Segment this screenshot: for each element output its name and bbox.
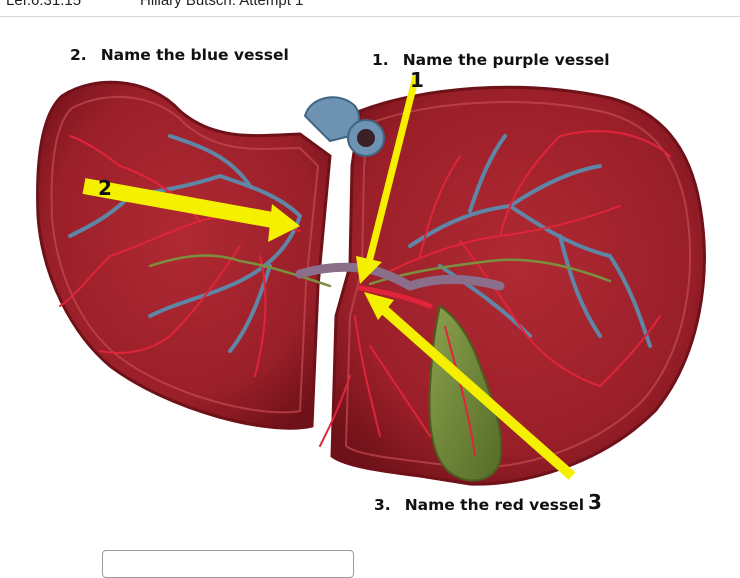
- red-vessel: [357, 285, 433, 309]
- arrow-1: [356, 75, 420, 284]
- marker-2: 2: [98, 176, 112, 200]
- question-2-text: Name the blue vessel: [100, 46, 289, 64]
- right-lobe: [330, 85, 706, 486]
- marker-3: 3: [588, 490, 602, 514]
- question-3: 3. Name the red vessel: [374, 496, 584, 514]
- bile-duct-network: [148, 254, 612, 288]
- header-right-text: Hillary Butsch: Attempt 1: [140, 0, 304, 9]
- question-3-number: 3.: [374, 496, 391, 514]
- liver-diagram: [36, 75, 706, 486]
- gallbladder: [428, 304, 503, 482]
- header-left-text: Lef.6.31.15: [6, 0, 82, 9]
- question-2: 2. Name the blue vessel: [70, 46, 289, 64]
- question-1: 1. Name the purple vessel: [372, 51, 610, 69]
- left-lobe: [36, 80, 332, 430]
- question-2-number: 2.: [70, 46, 87, 64]
- question-1-number: 1.: [372, 51, 389, 69]
- marker-1: 1: [410, 68, 424, 92]
- question-3-text: Name the red vessel: [404, 496, 585, 514]
- answer-input[interactable]: [102, 550, 354, 578]
- arrow-3: [364, 292, 576, 480]
- page-header: Lef.6.31.15 Hillary Butsch: Attempt 1: [0, 0, 740, 17]
- blue-vessel-network: [68, 134, 652, 353]
- arrow-2: [82, 178, 300, 242]
- question-1-text: Name the purple vessel: [402, 51, 610, 69]
